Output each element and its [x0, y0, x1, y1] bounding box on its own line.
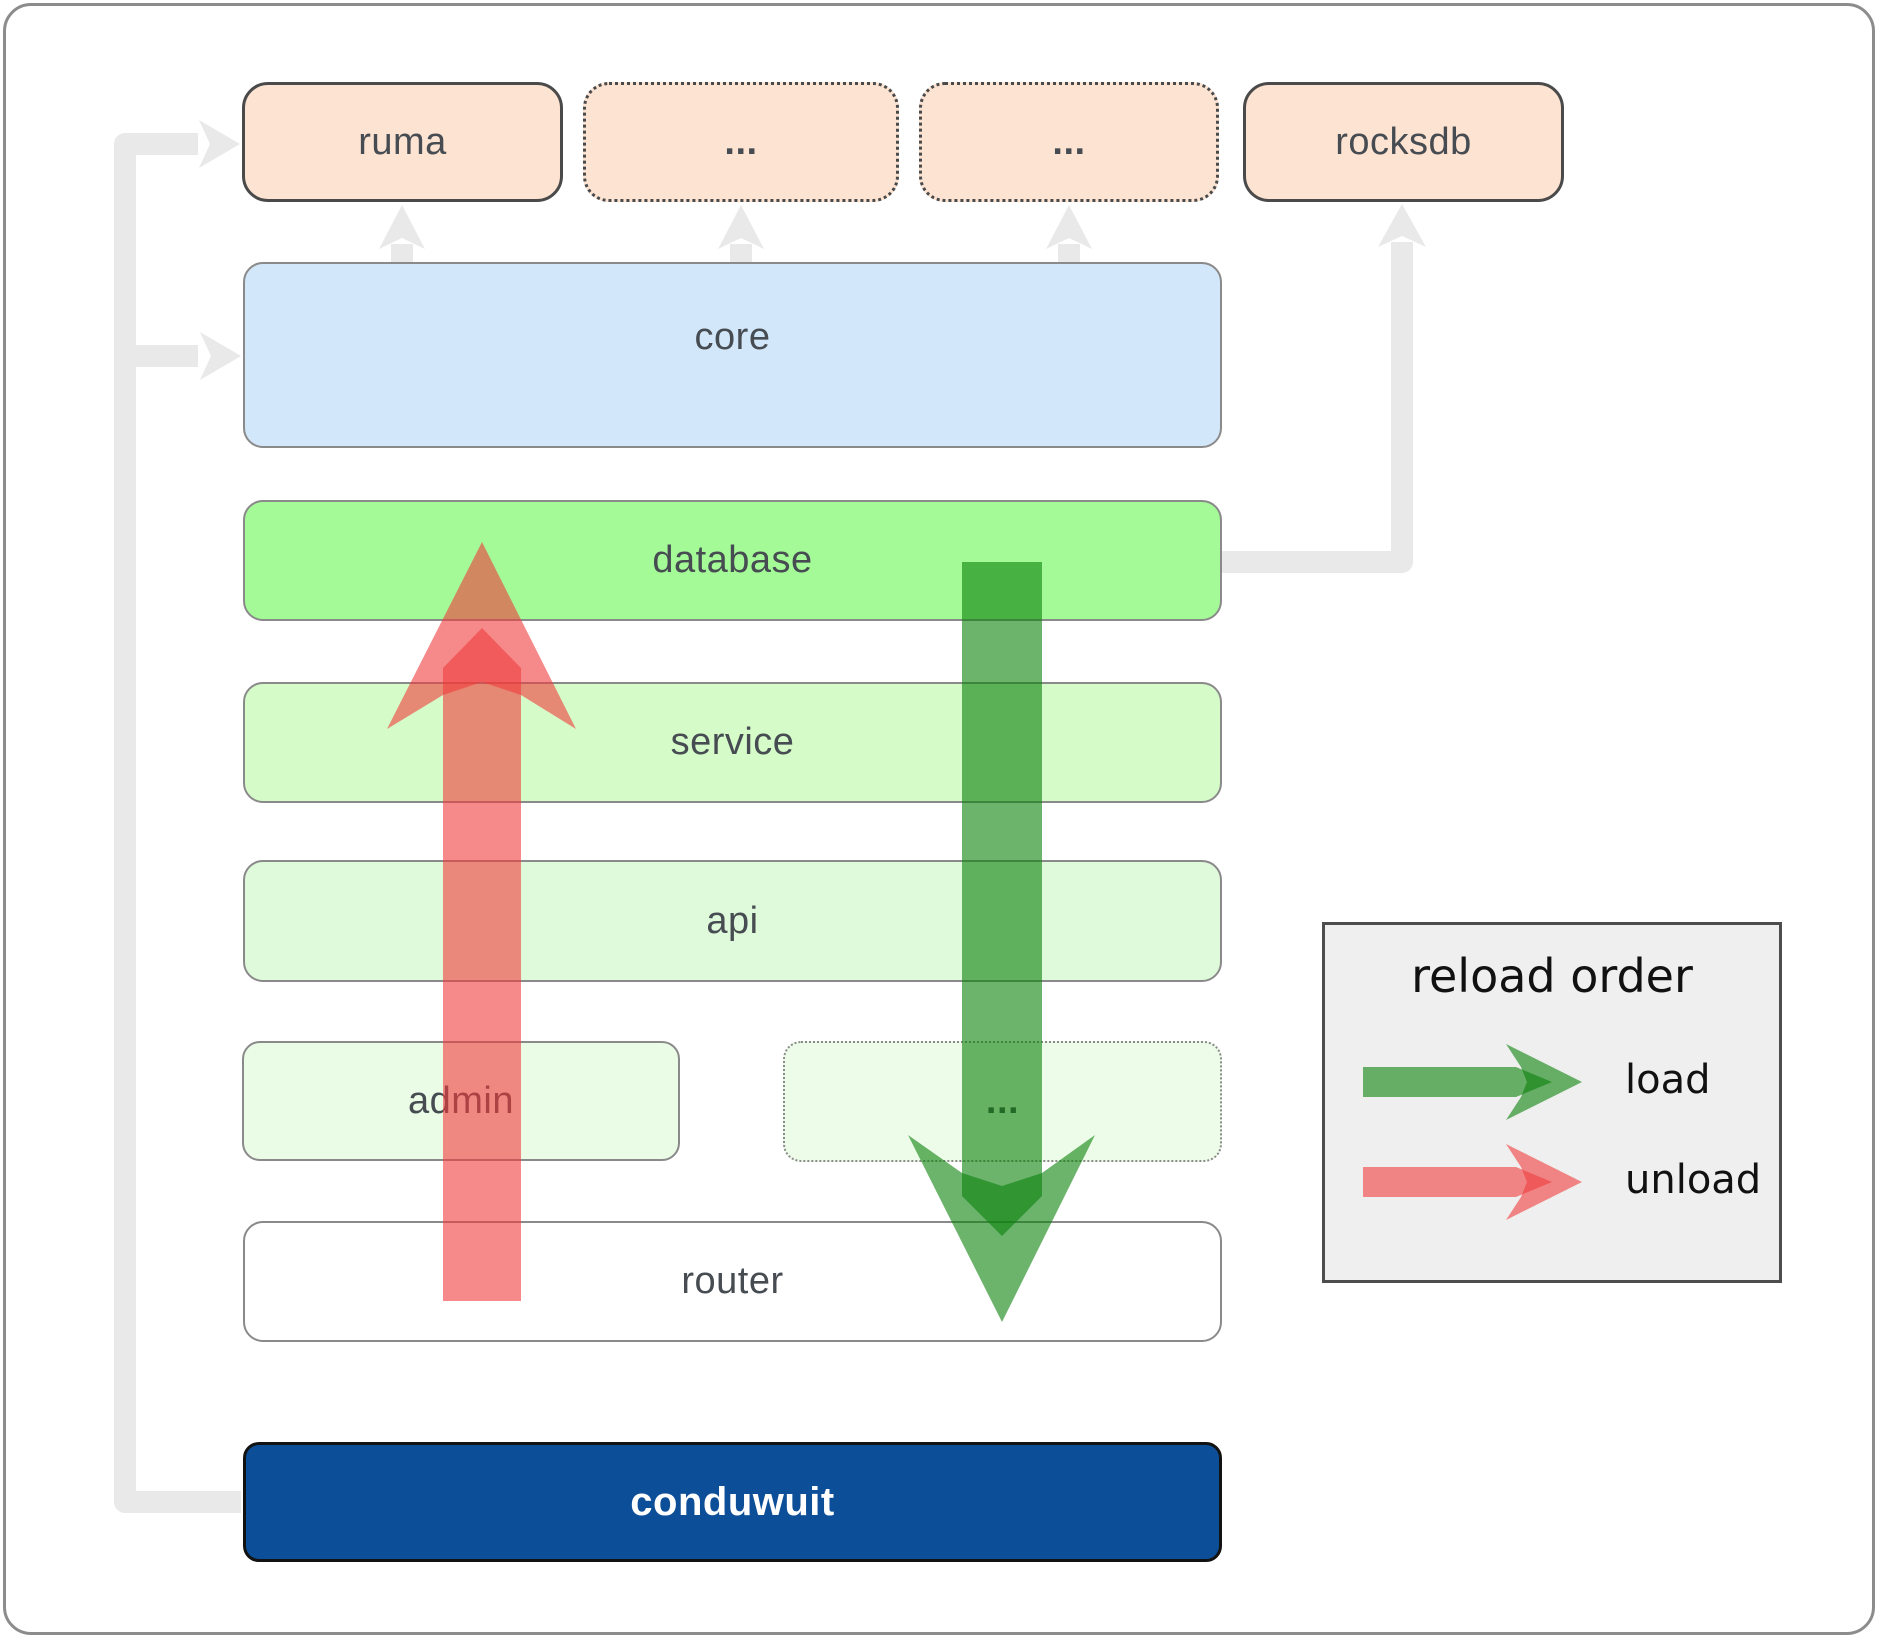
node-ellipsis-top-1-label: ...: [724, 120, 758, 163]
legend-box: reload order load unload: [1322, 922, 1782, 1283]
node-router: router: [243, 1221, 1222, 1342]
node-core-label: core: [694, 315, 771, 358]
node-ellipsis-top-2-label: ...: [1052, 120, 1086, 163]
legend-unload-label: unload: [1625, 1157, 1762, 1203]
node-database-label: database: [652, 539, 813, 581]
node-admin-label: admin: [408, 1079, 514, 1122]
node-admin: admin: [242, 1041, 680, 1161]
node-rocksdb: rocksdb: [1243, 82, 1564, 202]
node-conduwuit-label: conduwuit: [630, 1479, 835, 1524]
legend-load-label: load: [1625, 1057, 1711, 1103]
node-conduwuit: conduwuit: [243, 1442, 1222, 1562]
node-ruma-label: ruma: [358, 120, 447, 163]
node-api: api: [243, 860, 1222, 982]
node-api-label: api: [706, 899, 759, 942]
node-ellipsis-top-2: ...: [919, 82, 1219, 202]
node-core: core: [243, 262, 1222, 448]
node-ellipsis-bottom-label: ...: [985, 1080, 1020, 1122]
node-service-label: service: [670, 721, 795, 763]
node-database: database: [243, 500, 1222, 621]
legend-title: reload order: [1411, 949, 1693, 1003]
node-ellipsis-top-1: ...: [583, 82, 899, 202]
node-ellipsis-bottom: ...: [783, 1041, 1222, 1162]
node-service: service: [243, 682, 1222, 803]
node-router-label: router: [681, 1260, 784, 1302]
node-ruma: ruma: [242, 82, 563, 202]
node-rocksdb-label: rocksdb: [1335, 120, 1472, 163]
diagram-frame: [3, 3, 1875, 1635]
